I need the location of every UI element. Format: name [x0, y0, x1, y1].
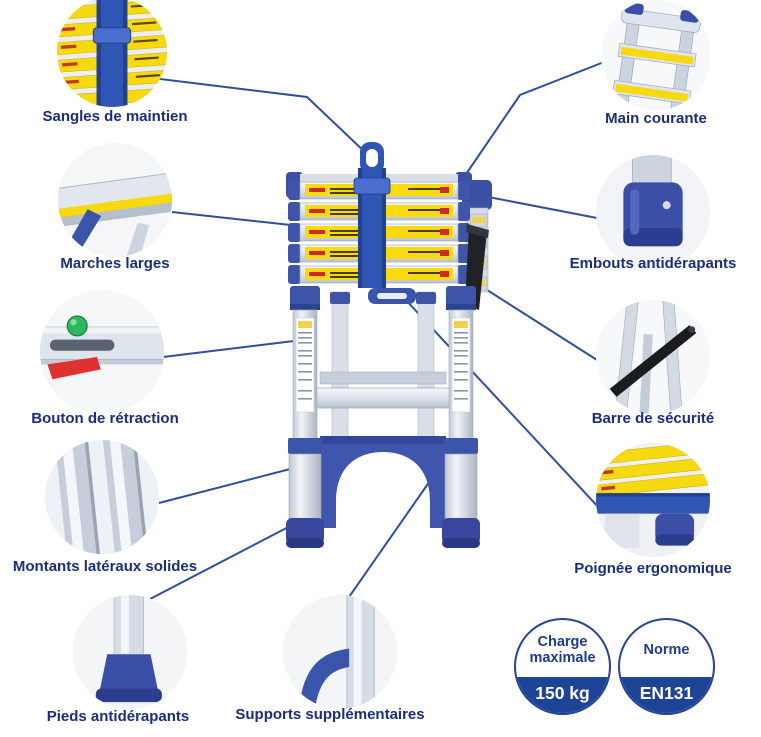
- callout-photo-supports: [283, 595, 397, 709]
- connector-bouton: [162, 339, 303, 358]
- callout-photo-marches: [58, 143, 172, 257]
- connector-barre: [483, 287, 598, 361]
- callout-photo-sangles: [57, 0, 167, 107]
- connector-poignee: [403, 297, 602, 511]
- connector-lines: [149, 61, 605, 600]
- badge-norme-title: Norme: [620, 620, 713, 677]
- support-bracket-closeup-icon: [283, 595, 397, 709]
- connector-montants: [158, 467, 295, 504]
- retaining-strap: [353, 142, 391, 288]
- feature-label-sangles: Sangles de maintien: [42, 108, 188, 125]
- connector-main-courante: [461, 61, 605, 181]
- feature-label-embouts: Embouts antidérapants: [569, 255, 737, 272]
- safety-bar-closeup-icon: [596, 300, 710, 414]
- callout-photo-pieds: [73, 595, 187, 709]
- callout-photo-poignee: [596, 443, 710, 557]
- connector-pieds: [149, 521, 299, 600]
- step-closeup-icon: [58, 143, 172, 257]
- callout-photo-barre: [596, 300, 710, 414]
- foot-closeup-icon: [73, 595, 187, 709]
- right-leg: [442, 286, 480, 548]
- badge-max-load-title-line2: maximale: [529, 649, 596, 666]
- left-leg: [286, 286, 324, 548]
- connector-supports: [348, 477, 433, 598]
- feature-label-supports: Supports supplémentaires: [235, 706, 425, 723]
- badge-norme: Norme EN131: [618, 618, 715, 715]
- handle: [368, 288, 416, 304]
- side-rails-closeup-icon: [45, 440, 159, 554]
- callout-photo-embouts: [596, 155, 710, 269]
- connector-embouts: [477, 194, 598, 219]
- handle-closeup-icon: [596, 443, 710, 557]
- connector-sangles: [151, 77, 369, 156]
- arch-support: [320, 436, 446, 528]
- badge-max-load-title-line1: Charge: [537, 634, 588, 651]
- callout-photo-bouton: [40, 290, 164, 414]
- ladder-illustration: [286, 142, 492, 548]
- feature-label-main-courante: Main courante: [605, 110, 707, 127]
- feature-label-marches: Marches larges: [60, 255, 170, 272]
- retract-button-closeup-icon: [40, 290, 164, 414]
- feature-label-montants: Montants latéraux solides: [12, 558, 198, 575]
- badge-norme-title-line1: Norme: [643, 642, 690, 659]
- badge-max-load-title: Charge maximale: [516, 620, 609, 677]
- connector-marches: [171, 211, 301, 227]
- badge-max-load: Charge maximale 150 kg: [514, 618, 611, 715]
- end-cap-closeup-icon: [596, 155, 710, 269]
- strap-closeup-icon: [57, 0, 167, 107]
- ladder-top-closeup-icon: [601, 0, 711, 110]
- feature-label-poignee: Poignée ergonomique: [574, 560, 732, 577]
- feature-label-bouton: Bouton de rétraction: [31, 410, 179, 427]
- feature-label-barre: Barre de sécurité: [591, 410, 715, 427]
- callout-photo-montants: [45, 440, 159, 554]
- feature-label-pieds: Pieds antidérapants: [46, 708, 190, 725]
- callout-photo-main-courante: [601, 0, 711, 110]
